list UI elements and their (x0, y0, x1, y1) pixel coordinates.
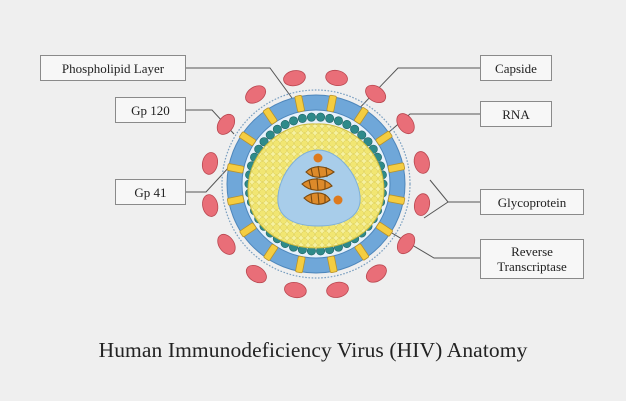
matrix-dot (333, 116, 343, 126)
glycoprotein-spike (326, 255, 349, 298)
matrix-dot (272, 124, 282, 134)
gp41-stalk (263, 243, 278, 261)
matrix-dot (265, 130, 275, 140)
gp120-knob (283, 70, 306, 87)
gp120-knob (365, 84, 387, 104)
label-gp41: Gp 41 (115, 179, 186, 205)
matrix-dot (297, 113, 307, 123)
glycoprotein-spike (387, 193, 431, 216)
label-capside: Capside (480, 55, 552, 81)
gp120-knob (396, 233, 416, 255)
leader-glycoprotein-1 (429, 179, 480, 203)
gp120-knob (413, 193, 431, 216)
glycoprotein-spike (216, 113, 257, 146)
glycoprotein-spike (354, 84, 387, 125)
leader-capside (349, 67, 480, 119)
gp41-stalk (239, 222, 257, 238)
gp41-stalk (226, 163, 245, 174)
gp41-stalk (354, 107, 369, 125)
gp120-knob (325, 69, 348, 87)
glycoprotein-spike (375, 222, 416, 255)
leader-lines (186, 67, 480, 259)
gp41-stalk (326, 94, 337, 113)
label-reverse-transcriptase: Reverse Transcriptase (480, 239, 584, 279)
integrase-dot (313, 153, 323, 163)
label-reverse-line2: Transcriptase (497, 259, 567, 274)
glycoprotein-spike (354, 243, 387, 283)
gp120-knob (413, 151, 430, 174)
gp41-stalk (327, 255, 338, 274)
gp41-stalk (239, 131, 257, 146)
gp120-knob (202, 194, 219, 217)
glycoprotein-spikes (201, 69, 431, 299)
gp120-knob (396, 113, 415, 135)
gp120-knob (326, 281, 349, 298)
gp41-stalk (295, 255, 306, 274)
glycoprotein-spike (284, 255, 307, 299)
gp120-knob (284, 281, 307, 299)
rna-strands (301, 165, 335, 205)
label-glycoprotein: Glycoprotein (480, 189, 584, 215)
matrix-dot (280, 120, 290, 130)
gp120-knob (365, 264, 387, 283)
label-gp120: Gp 120 (115, 97, 186, 123)
gp41-stalk (387, 194, 406, 205)
label-reverse-line1: Reverse (511, 244, 553, 259)
matrix-dot (259, 137, 269, 147)
reverse-transcriptase-dot (333, 195, 343, 205)
glycoprotein-spike (217, 222, 257, 255)
gp41-stalk (375, 130, 393, 146)
gp120-knob (216, 113, 236, 135)
gp120-knob (245, 85, 267, 104)
gp41-stalk (262, 107, 278, 125)
label-phospholipid-layer: Phospholipid Layer (40, 55, 186, 81)
gp41-stalk (294, 94, 305, 113)
gp41-stalk (354, 243, 370, 261)
matrix-dot (350, 124, 360, 134)
matrix-dot (363, 137, 373, 147)
gp41-stalk (375, 222, 393, 237)
gp41-stalk (387, 162, 406, 173)
matrix-dot (357, 130, 367, 140)
glycoprotein-spike (325, 69, 348, 113)
matrix-dot (316, 112, 326, 122)
leader-phospholipid (186, 67, 293, 99)
gp120-knob (201, 152, 219, 175)
glycoprotein-spike (245, 243, 278, 284)
outer-membrane (221, 89, 411, 279)
leader-glycoprotein-2 (423, 201, 449, 219)
glycoprotein-spike (202, 194, 245, 217)
virion (201, 69, 431, 299)
label-rna: RNA (480, 101, 552, 127)
gp120-knob (245, 264, 267, 284)
matrix-dot (289, 116, 299, 126)
page-title: Human Immunodeficiency Virus (HIV) Anato… (98, 338, 528, 362)
glycoprotein-spike (245, 85, 278, 125)
matrix-dot (325, 113, 335, 123)
glycoprotein-spike (283, 70, 306, 113)
glycoprotein-spike (201, 152, 245, 175)
matrix-dot (342, 120, 352, 130)
glycoprotein-spike (387, 151, 430, 174)
glycoprotein-spike (375, 113, 415, 146)
gp120-knob (217, 233, 236, 255)
matrix-dot (306, 112, 316, 122)
gp41-stalk (226, 195, 245, 206)
